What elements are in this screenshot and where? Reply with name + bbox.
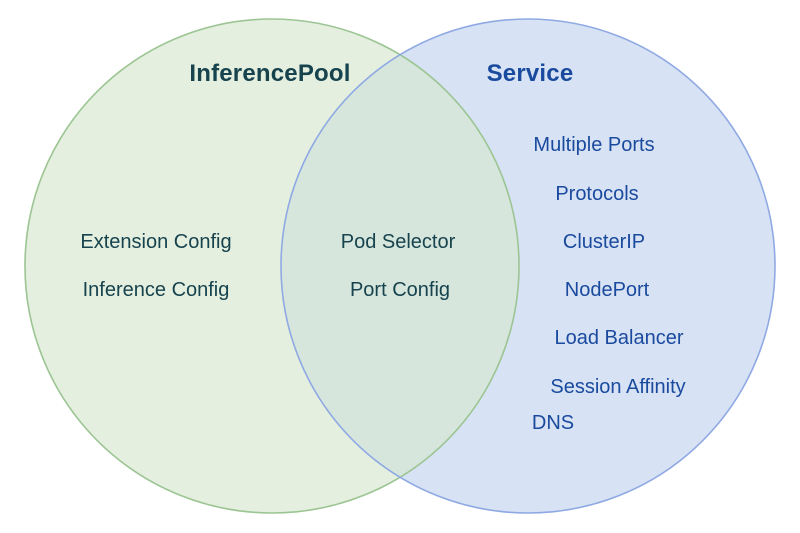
right-circle-outline <box>280 18 776 514</box>
right-item-session-affinity: Session Affinity <box>550 376 686 398</box>
right-item-dns: DNS <box>531 412 575 434</box>
right-item-load-balancer: Load Balancer <box>554 327 684 349</box>
right-circle-title: Service <box>486 60 574 87</box>
left-item-extension-config: Extension Config <box>80 231 232 253</box>
right-item-clusterip: ClusterIP <box>562 231 646 253</box>
right-item-protocols: Protocols <box>555 183 639 205</box>
right-item-nodeport: NodePort <box>564 279 650 301</box>
left-item-inference-config: Inference Config <box>82 279 230 301</box>
overlap-item-pod-selector: Pod Selector <box>340 231 456 253</box>
left-circle-outline <box>24 18 520 514</box>
right-item-multiple-ports: Multiple Ports <box>533 134 655 156</box>
overlap-item-port-config: Port Config <box>349 279 451 301</box>
left-circle-title: InferencePool <box>189 60 351 87</box>
overlap-lens <box>281 19 519 513</box>
